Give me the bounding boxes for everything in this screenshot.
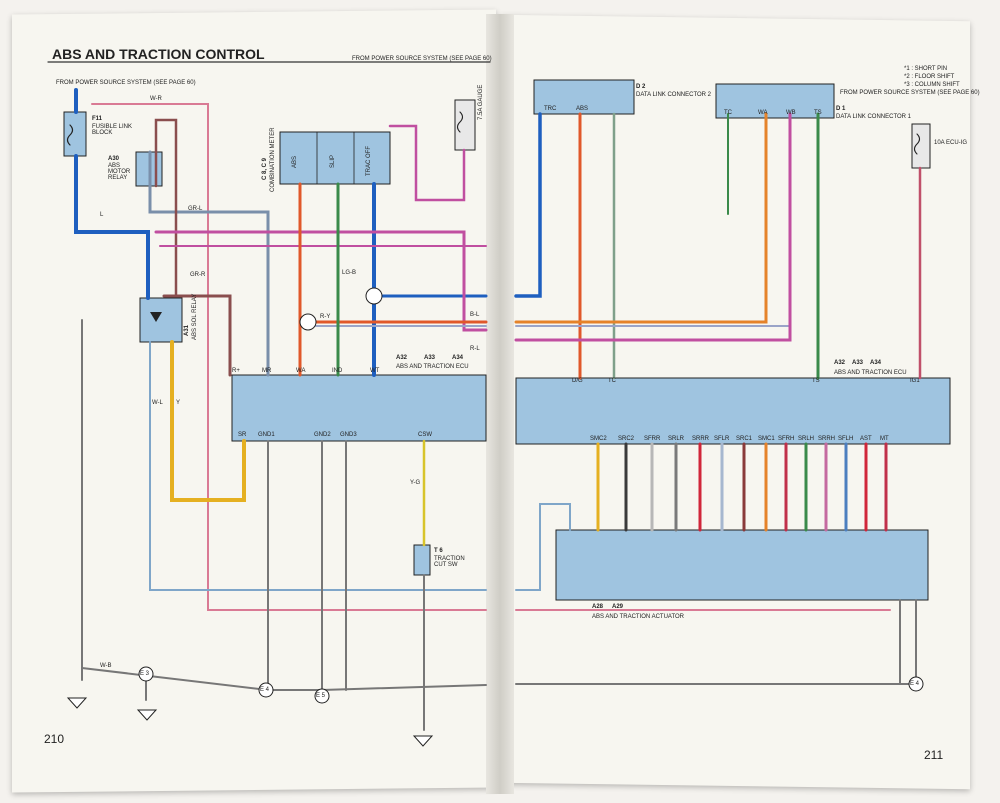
t6-label: TRACTION CUT SW	[434, 556, 465, 568]
wire-label-lg-b: LG-B	[342, 270, 357, 276]
a30-label: ABS MOTOR RELAY	[108, 163, 131, 181]
recu-pin-srlh: SRLH	[798, 436, 815, 442]
power-source-note-left: FROM POWER SOURCE SYSTEM (SEE PAGE 60)	[56, 80, 196, 86]
recu-pin-ig1: IG1	[910, 378, 920, 384]
recu-pin-sflr: SFLR	[714, 436, 730, 442]
wire-label-r-l: R-L	[470, 346, 480, 352]
recu-pin-src2: SRC2	[618, 436, 635, 442]
recu-ref-a34: A34	[870, 360, 882, 366]
actuator-ref-a28: A28	[592, 604, 604, 610]
d2-pin-abs: ABS	[576, 106, 589, 112]
f11-code: F11	[92, 116, 103, 122]
recu-pin-srrh: SRRH	[818, 436, 836, 442]
left-wiring	[47, 61, 491, 747]
power-source-note-top: FROM POWER SOURCE SYSTEM (SEE PAGE 60)	[352, 56, 492, 62]
recu-pin-ast: AST	[860, 436, 872, 442]
t6-code: T 6	[434, 548, 443, 554]
ecu-pin-r-plus: R+	[232, 368, 240, 374]
actuator-label: ABS AND TRACTION ACTUATOR	[592, 614, 685, 620]
wire-label-w-b: W-B	[100, 663, 112, 669]
meter-cell-trac-off: TRAC OFF	[366, 146, 372, 176]
recu-pin-sfrh: SFRH	[778, 436, 795, 442]
meter-cell-abs: ABS	[292, 155, 298, 168]
ecu-pin-gnd1: GND1	[258, 432, 275, 438]
ecu-pin-wt: WT	[370, 368, 380, 374]
recu-pin-srrr: SRRR	[692, 436, 710, 442]
ecu-pin-mr: MR	[262, 368, 272, 374]
d2-pin-trc: TRC	[544, 106, 557, 112]
d1-code: D 1	[836, 106, 846, 112]
actuator-ref-a29: A29	[612, 604, 624, 610]
recu-label: ABS AND TRACTION ECU	[834, 370, 907, 376]
d1-label: DATA LINK CONNECTOR 1	[836, 114, 912, 120]
recu-pin-tc: TC	[608, 378, 616, 384]
recu-pin-smc1: SMC1	[758, 436, 775, 442]
recu-ref-a32: A32	[834, 360, 846, 366]
right-wiring	[514, 79, 951, 692]
book-gutter	[486, 14, 514, 794]
wire-label-y-g: Y-G	[410, 480, 421, 486]
ecu-pin-wa: WA	[296, 368, 306, 374]
legend-2: *2 : FLOOR SHIFT	[904, 74, 955, 80]
right-ground-e4: E 4	[910, 681, 920, 687]
left-page-number: 210	[44, 732, 65, 746]
ecu-pin-sr: SR	[238, 432, 247, 438]
recu-pin-src1: SRC1	[736, 436, 753, 442]
ground-e4: E 4	[260, 687, 270, 693]
ecu-ig-fuse-label: 10A ECU-IG	[934, 140, 968, 146]
ecu-label-left: ABS AND TRACTION ECU	[396, 364, 469, 370]
right-page-number: 211	[924, 748, 944, 762]
recu-pin-dg: D/G	[572, 378, 583, 384]
d1-pin-wb: WB	[786, 110, 796, 116]
f11-label: FUSIBLE LINK BLOCK	[92, 124, 133, 136]
d1-pin-tc: TC	[724, 110, 732, 116]
gauge-fuse-label: 7.5A GAUGE	[478, 84, 484, 120]
d1-pin-ts: TS	[814, 110, 822, 116]
meter-cell-slip: SLIP	[330, 154, 336, 168]
ecu-pin-ind: IND	[332, 368, 343, 374]
c8-c9-code: C 8, C 9	[262, 157, 268, 180]
page-title: ABS AND TRACTION CONTROL	[52, 46, 265, 62]
recu-pin-smc2: SMC2	[590, 436, 607, 442]
wire-label-gr-r: GR-R	[190, 272, 206, 278]
recu-pin-sfrr: SFRR	[644, 436, 661, 442]
a31-label: ABS SOL RELAY	[192, 293, 198, 340]
wire-label-gr-l: GR-L	[188, 206, 203, 212]
wire-label-b-l: B-L	[470, 312, 480, 318]
meter-label: COMBINATION METER	[270, 127, 276, 192]
ground-e5: E 5	[316, 693, 326, 699]
wire-label-l: L	[100, 212, 104, 218]
ecu-ref-a32: A32	[396, 355, 408, 361]
ecu-ref-a34: A34	[452, 355, 464, 361]
d2-code: D 2	[636, 84, 646, 90]
right-power-source-note: FROM POWER SOURCE SYSTEM (SEE PAGE 60)	[840, 90, 980, 96]
recu-pin-srlr: SRLR	[668, 436, 685, 442]
ecu-pin-gnd2: GND2	[314, 432, 331, 438]
d2-label: DATA LINK CONNECTOR 2	[636, 92, 712, 98]
legend-3: *3 : COLUMN SHIFT	[904, 82, 960, 88]
ecu-ref-a33: A33	[424, 355, 436, 361]
wire-label-w-r: W-R	[150, 96, 162, 102]
recu-pin-ts: TS	[812, 378, 820, 384]
wire-label-y: Y	[176, 400, 181, 406]
recu-pin-mt: MT	[880, 436, 889, 442]
a31-code: A31	[184, 324, 190, 336]
recu-ref-a33: A33	[852, 360, 864, 366]
a30-code: A30	[108, 156, 120, 162]
ground-e3: E 3	[140, 671, 150, 677]
legend-1: *1 : SHORT PIN	[904, 66, 948, 72]
d1-pin-wa: WA	[758, 110, 768, 116]
wire-label-r-y: R-Y	[320, 314, 331, 320]
recu-pin-sflh: SFLH	[838, 436, 854, 442]
ecu-pin-gnd3: GND3	[340, 432, 357, 438]
wire-label-w-l: W-L	[152, 400, 163, 406]
ecu-pin-csw: CSW	[418, 432, 432, 438]
